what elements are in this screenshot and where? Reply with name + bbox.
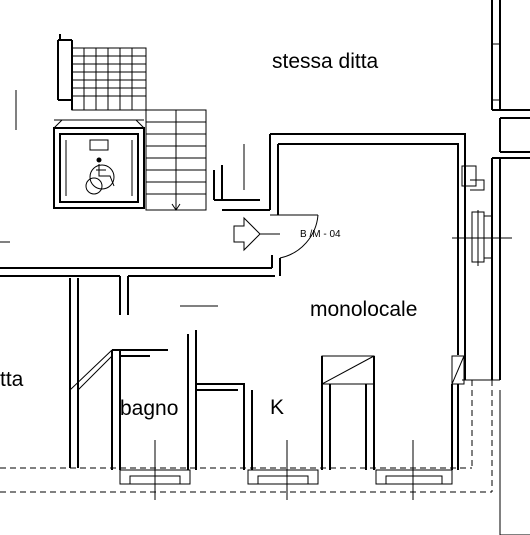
bathroom bbox=[69, 330, 197, 470]
room-label-stessa-ditta: stessa ditta bbox=[272, 50, 379, 73]
room-label-bagno: bagno bbox=[120, 397, 178, 420]
room-label-left: tta bbox=[0, 368, 24, 391]
wheelchair-icon bbox=[85, 157, 115, 195]
balcony-outline bbox=[0, 379, 530, 535]
unit-code-label: B /M - 04 bbox=[300, 229, 341, 240]
window-right bbox=[452, 210, 512, 266]
room-label-monolocale: monolocale bbox=[310, 298, 417, 321]
partitions bbox=[196, 355, 465, 470]
elevator bbox=[53, 119, 145, 209]
entrance-arrow-icon bbox=[233, 216, 280, 252]
entry-door bbox=[270, 214, 319, 259]
bottom-windows bbox=[119, 440, 453, 500]
room-label-kitchen: K bbox=[270, 396, 284, 419]
walls bbox=[0, 0, 530, 468]
window-right-top bbox=[461, 165, 485, 191]
staircase bbox=[71, 47, 207, 211]
